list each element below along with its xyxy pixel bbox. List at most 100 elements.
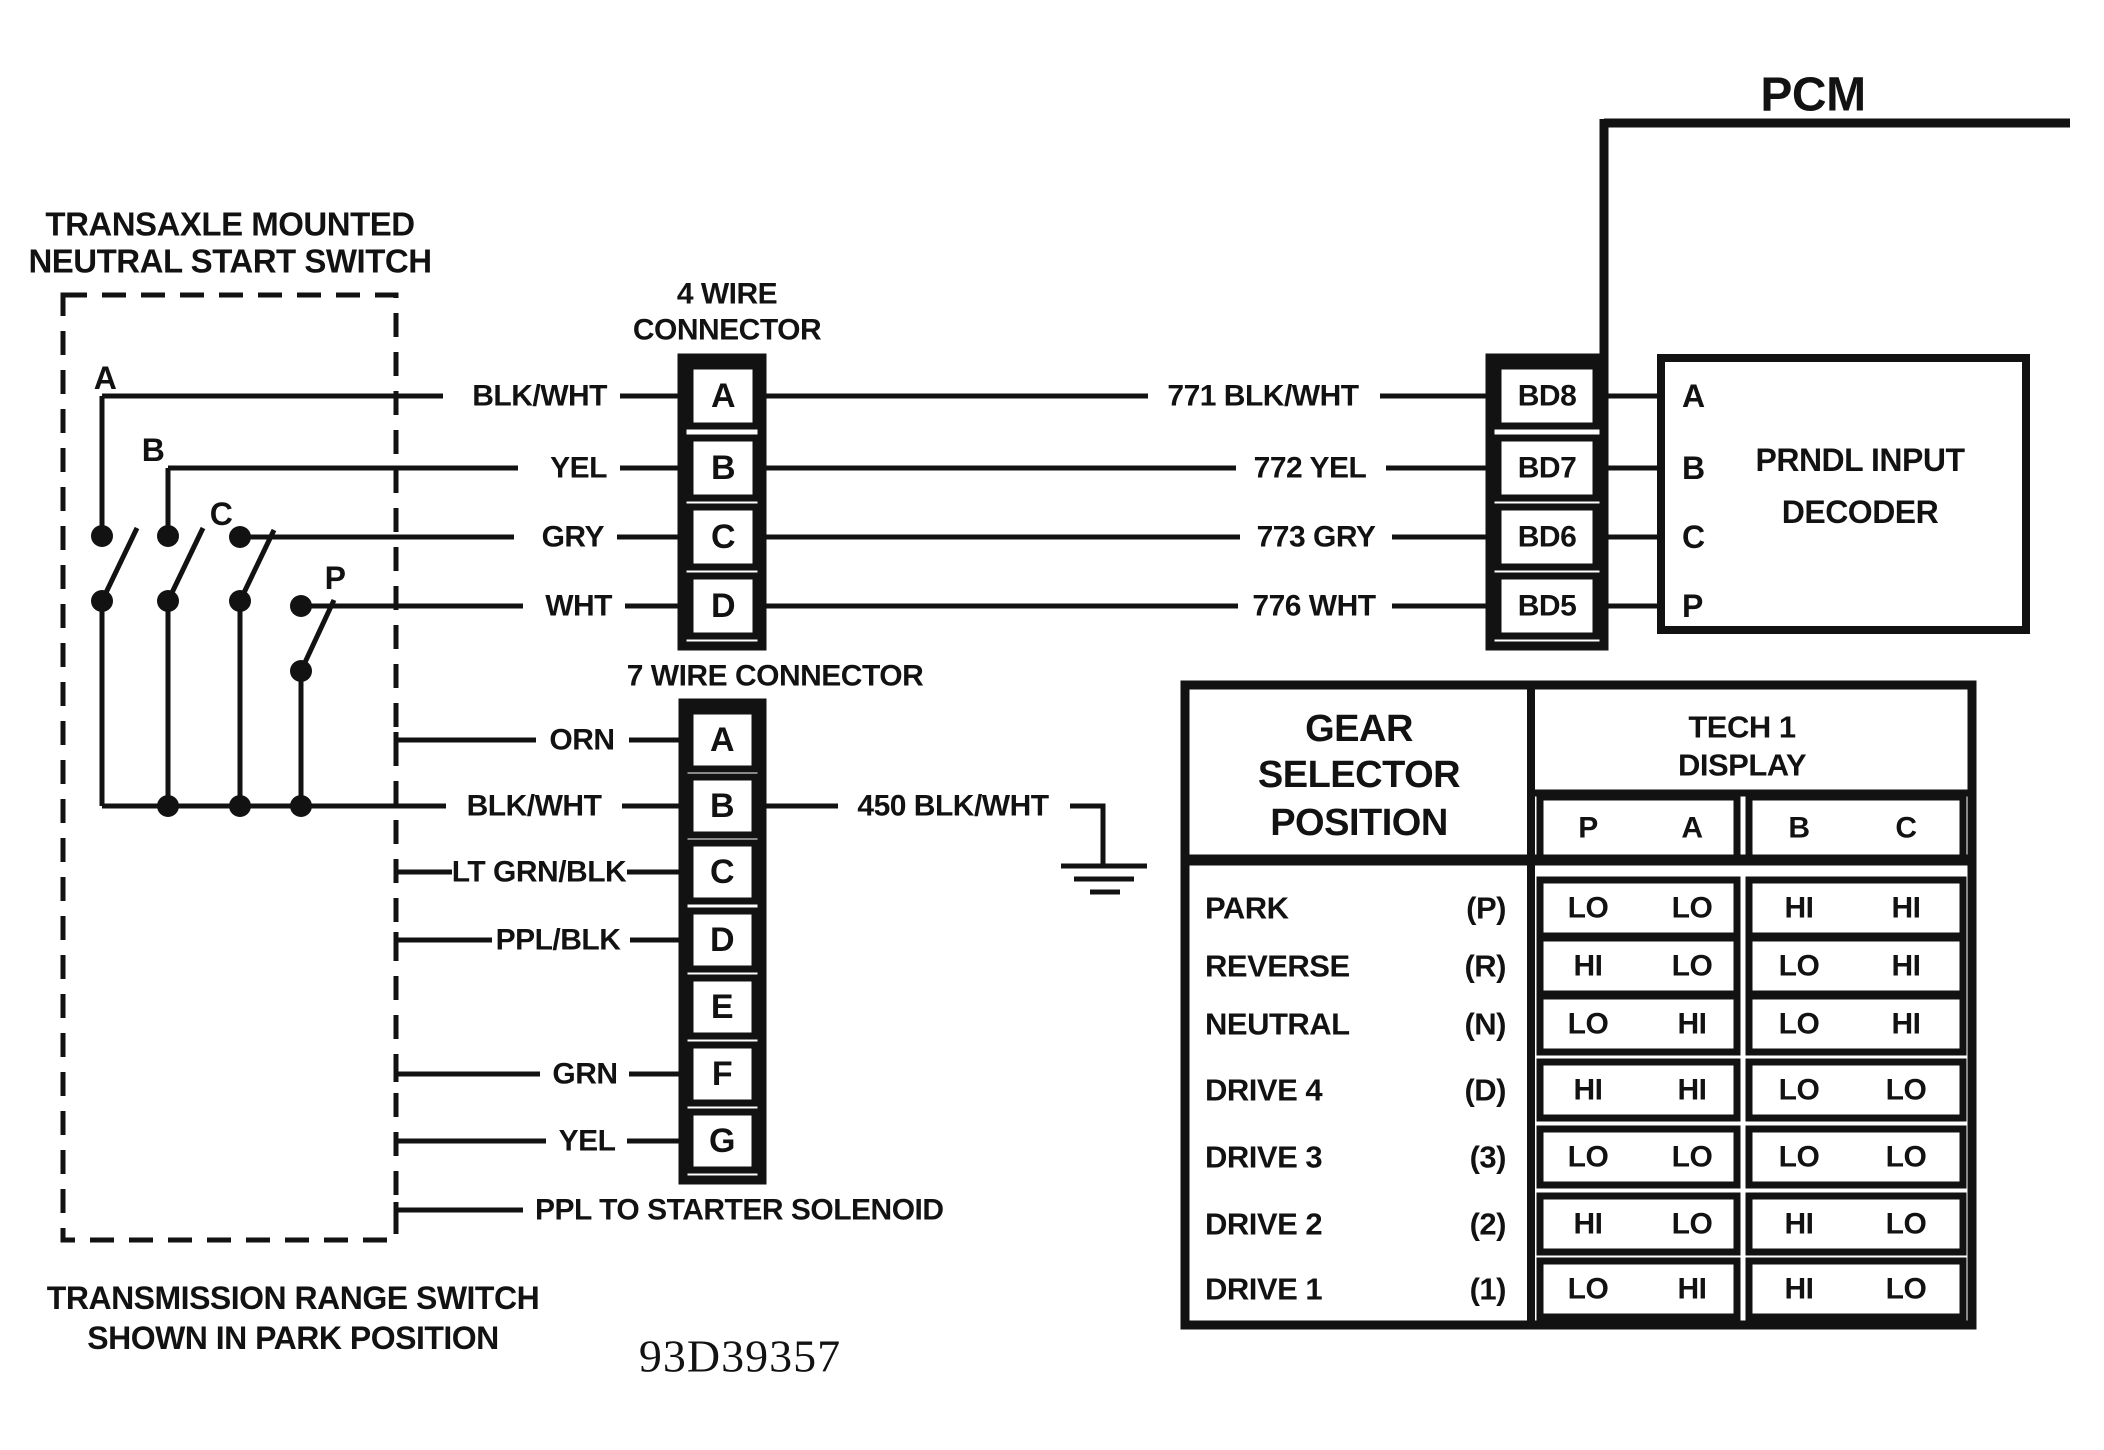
- value-a: LO: [1672, 1208, 1713, 1241]
- connector7-pin-a: A: [710, 721, 734, 759]
- switch-lever-c: [237, 528, 277, 603]
- connector7-cell-c: [686, 839, 759, 905]
- wire-label-wht: WHT: [545, 590, 612, 623]
- bd5-cell: [1494, 572, 1600, 640]
- table-header-display: DISPLAY: [1678, 748, 1807, 783]
- value-a: HI: [1678, 1008, 1707, 1041]
- connector7-cell-g: [686, 1108, 759, 1174]
- value-p: LO: [1568, 1141, 1609, 1174]
- pcm-label: PCM: [1760, 69, 1865, 122]
- subheader-box-pa: [1536, 793, 1741, 862]
- value-box-bc: [1745, 1257, 1967, 1321]
- column-label-c: C: [1895, 812, 1916, 845]
- table-row: PARK (P) LO LO HI HI: [1205, 876, 1967, 940]
- connector7-cell-a: [686, 707, 759, 773]
- value-box-bc: [1745, 1058, 1967, 1122]
- pole-label-a: A: [94, 360, 117, 396]
- contact-dot: [157, 525, 179, 547]
- prndl-decoder-box: [1657, 354, 2030, 634]
- value-b: LO: [1779, 950, 1820, 983]
- wire-label-orn: ORN: [549, 724, 614, 757]
- value-box-pa: [1536, 1257, 1741, 1321]
- value-p: HI: [1574, 1074, 1603, 1107]
- switch-title-line2: NEUTRAL START SWITCH: [28, 243, 431, 280]
- table-header-selector: SELECTOR: [1258, 754, 1460, 796]
- connector-4wire: 4 WIRE CONNECTOR A B C D BLK/WHT YEL GRY…: [472, 278, 1490, 651]
- connector7-pin-d: D: [710, 921, 734, 959]
- value-a: HI: [1678, 1074, 1707, 1107]
- pole-label-b: B: [142, 432, 165, 468]
- subheader-box-bc: [1745, 793, 1967, 862]
- value-box-bc: [1745, 992, 1967, 1056]
- ground-icon: [1061, 863, 1147, 895]
- bd7-cell: [1494, 434, 1600, 502]
- value-a: HI: [1678, 1273, 1707, 1306]
- connector4-cell-a: [686, 362, 760, 430]
- connector7-pin-c: C: [710, 853, 734, 891]
- wire-label-773-gry: 773 GRY: [1257, 521, 1376, 554]
- wire-label-blkwht-450: BLK/WHT: [467, 790, 602, 823]
- decoder-title-line1: PRNDL INPUT: [1755, 442, 1965, 478]
- connector7-cell-b: [686, 773, 759, 839]
- table-row: DRIVE 2 (2) HI LO HI LO: [1205, 1192, 1967, 1256]
- decoder-pin-p: P: [1682, 588, 1703, 624]
- switch-title-line1: TRANSAXLE MOUNTED: [45, 206, 414, 243]
- value-box-pa: [1536, 1125, 1741, 1189]
- value-box-pa: [1536, 1058, 1741, 1122]
- value-a: LO: [1672, 950, 1713, 983]
- value-c: LO: [1886, 1074, 1927, 1107]
- gear-name: DRIVE 2: [1205, 1207, 1322, 1242]
- switch-lever-p: [298, 598, 337, 673]
- connector-7wire: 7 WIRE CONNECTOR A B C D E F G ORN BLK/W…: [393, 660, 1147, 1227]
- wire-450-to-ground: [1070, 803, 1106, 864]
- gear-name: REVERSE: [1205, 949, 1350, 984]
- gear-code: (2): [1470, 1207, 1506, 1242]
- value-b: LO: [1779, 1141, 1820, 1174]
- table-row: DRIVE 3 (3) LO LO LO LO: [1205, 1125, 1967, 1189]
- value-p: LO: [1568, 1273, 1609, 1306]
- connector4-cell-d: [686, 572, 760, 640]
- decoder-pin-c: C: [1682, 519, 1705, 555]
- pcm-section: PCM BD8 BD7 BD6 BD5 A B C P PRNDL INPUT …: [1485, 69, 2070, 651]
- connector4-pin-b: B: [711, 449, 735, 487]
- decoder-pin-a: A: [1682, 378, 1705, 414]
- pole-label-p: P: [325, 560, 346, 596]
- decoder-pin-b: B: [1682, 450, 1705, 486]
- wire-label-blkwht: BLK/WHT: [472, 380, 607, 413]
- switch-footer-line2: SHOWN IN PARK POSITION: [87, 1320, 499, 1356]
- wire-label-771-blkwht: 771 BLK/WHT: [1167, 380, 1358, 413]
- value-box-pa: [1536, 992, 1741, 1056]
- contact-dot: [91, 525, 113, 547]
- switch-dashed-outline: [60, 292, 399, 1243]
- connector4-frame: [677, 353, 767, 651]
- figure-number: 93D39357: [639, 1331, 841, 1382]
- table-row: DRIVE 4 (D) HI HI LO LO: [1205, 1058, 1967, 1122]
- column-label-b: B: [1788, 812, 1809, 845]
- decoder-title-line2: DECODER: [1782, 494, 1939, 530]
- value-p: HI: [1574, 1208, 1603, 1241]
- gear-code: (P): [1466, 891, 1506, 926]
- wire-label-yel: YEL: [550, 452, 607, 485]
- table-header-tech1: TECH 1: [1688, 710, 1796, 745]
- value-p: HI: [1574, 950, 1603, 983]
- value-box-pa: [1536, 1192, 1741, 1256]
- bd8-cell: [1494, 362, 1600, 430]
- gear-selector-table: GEAR SELECTOR POSITION TECH 1 DISPLAY P …: [1180, 680, 1977, 1330]
- wire-label-pplblk: PPL/BLK: [496, 924, 622, 957]
- bd6-label: BD6: [1518, 521, 1577, 554]
- table-row: DRIVE 1 (1) LO HI HI LO: [1205, 1257, 1967, 1321]
- value-a: LO: [1672, 1141, 1713, 1174]
- value-b: LO: [1779, 1074, 1820, 1107]
- table-row: NEUTRAL (N) LO HI LO HI: [1205, 992, 1967, 1056]
- switch-lever-b: [165, 526, 206, 603]
- connector4-cell-b: [686, 434, 760, 502]
- wire-label-gry: GRY: [542, 521, 605, 554]
- table-outer-border: [1180, 680, 1977, 1330]
- gear-code: (1): [1470, 1272, 1506, 1307]
- contact-dot: [290, 595, 312, 617]
- value-c: LO: [1886, 1273, 1927, 1306]
- value-p: LO: [1568, 1008, 1609, 1041]
- value-p: LO: [1568, 892, 1609, 925]
